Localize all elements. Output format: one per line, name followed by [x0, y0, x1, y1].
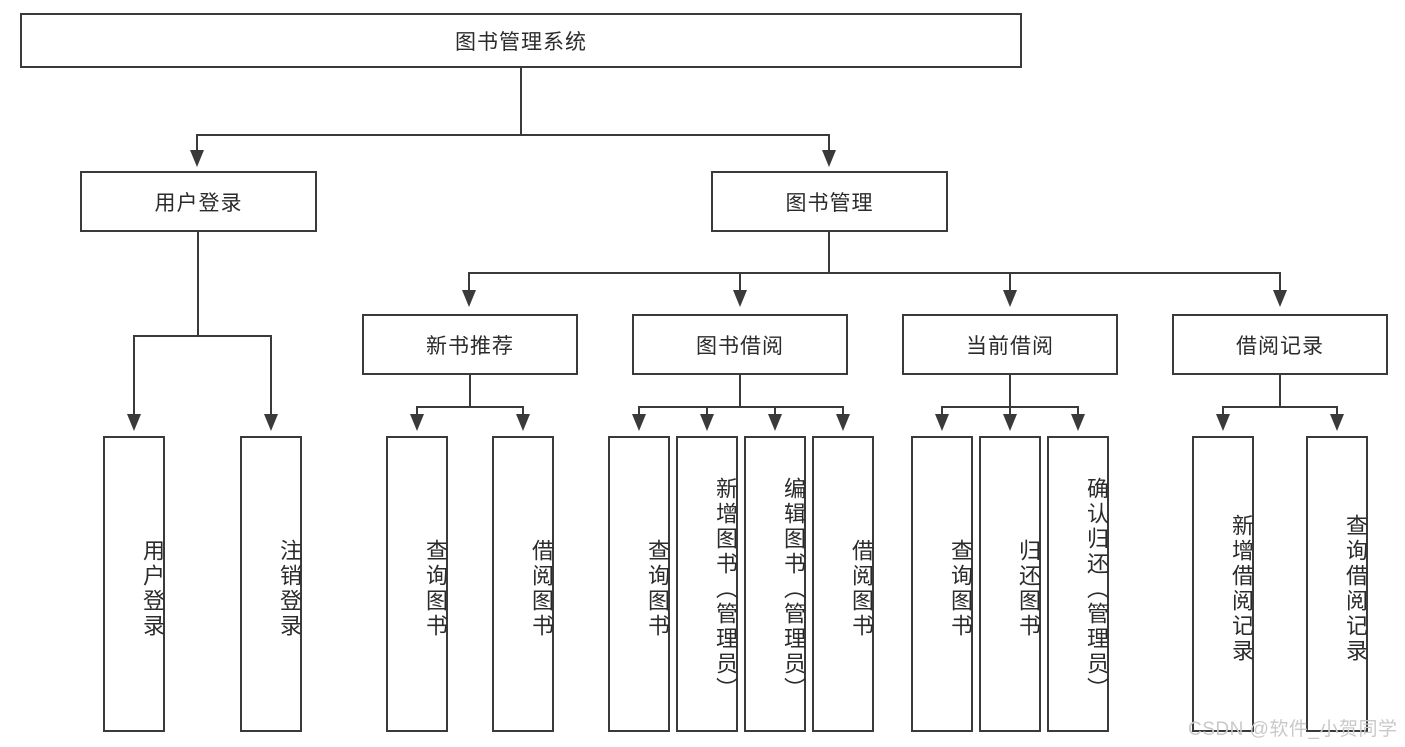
node-label: 用户登录: [140, 539, 165, 639]
arrow-to-leaf-query-book-a: [410, 414, 424, 431]
leaf-user-login[interactable]: 用户登录: [103, 436, 165, 732]
arrow-to-new-book-recommend: [462, 290, 476, 307]
node-label: 图书管理系统: [455, 30, 587, 54]
connector-borrow-record-drop-2: [1336, 406, 1338, 418]
node-label: 注销登录: [277, 539, 302, 639]
connector-user-login-drop-2: [270, 335, 272, 418]
connector-current-borrow-stem: [1009, 375, 1011, 407]
node-label: 归还图书: [1016, 539, 1041, 639]
connector-book-mgmt-bus: [468, 272, 1279, 274]
connector-root-bus: [196, 134, 830, 136]
connector-current-borrow-drop-2: [1009, 406, 1011, 418]
leaf-return-book[interactable]: 归还图书: [979, 436, 1041, 732]
connector-root-to-book-mgmt: [828, 134, 830, 154]
node-label: 确认归还（管理员）: [1084, 476, 1109, 702]
node-book-borrow[interactable]: 图书借阅: [632, 314, 848, 375]
connector-book-borrow-drop-4: [842, 406, 844, 418]
arrow-to-leaf-return-book: [1003, 414, 1017, 431]
csdn-watermark: CSDN @软件_小贺同学: [1188, 719, 1398, 740]
connector-new-book-bus: [416, 406, 524, 408]
arrow-to-leaf-borrow-book-b: [836, 414, 850, 431]
arrow-to-leaf-add-record: [1216, 414, 1230, 431]
arrow-to-leaf-query-book-c: [935, 414, 949, 431]
node-label: 当前借阅: [966, 334, 1054, 358]
connector-book-mgmt-drop-2: [739, 272, 741, 294]
arrow-to-leaf-borrow-book-a: [516, 414, 530, 431]
connector-book-borrow-stem: [739, 375, 741, 407]
arrow-to-user-login: [190, 150, 204, 167]
connector-borrow-record-drop-1: [1222, 406, 1224, 418]
arrow-to-leaf-edit-book: [768, 414, 782, 431]
node-label: 新书推荐: [426, 334, 514, 358]
connector-user-login-stem: [197, 232, 199, 336]
arrow-to-leaf-user-login: [127, 414, 141, 431]
node-borrow-record[interactable]: 借阅记录: [1172, 314, 1388, 375]
node-current-borrow[interactable]: 当前借阅: [902, 314, 1118, 375]
leaf-borrow-book[interactable]: 借阅图书: [812, 436, 874, 732]
connector-book-mgmt-drop-1: [468, 272, 470, 294]
node-label: 查询图书: [645, 539, 670, 639]
connector-user-login-bus: [133, 335, 272, 337]
connector-root-stem: [520, 68, 522, 135]
node-label: 编辑图书（管理员）: [781, 476, 806, 702]
arrow-to-leaf-logout: [264, 414, 278, 431]
arrow-to-leaf-query-book-b: [632, 414, 646, 431]
leaf-query-book-recommend[interactable]: 查询图书: [386, 436, 448, 732]
arrow-to-current-borrow: [1003, 290, 1017, 307]
connector-book-borrow-drop-1: [638, 406, 640, 418]
arrow-to-book-mgmt: [822, 150, 836, 167]
node-label: 借阅记录: [1236, 334, 1324, 358]
connector-user-login-drop-1: [133, 335, 135, 418]
leaf-logout[interactable]: 注销登录: [240, 436, 302, 732]
connector-book-borrow-drop-3: [774, 406, 776, 418]
connector-book-mgmt-stem: [828, 232, 830, 274]
connector-borrow-record-stem: [1279, 375, 1281, 407]
connector-new-book-drop-1: [416, 406, 418, 418]
connector-new-book-drop-2: [522, 406, 524, 418]
arrow-to-borrow-record: [1273, 290, 1287, 307]
node-new-book-recommend[interactable]: 新书推荐: [362, 314, 578, 375]
arrow-to-book-borrow: [733, 290, 747, 307]
leaf-query-book-borrow[interactable]: 查询图书: [608, 436, 670, 732]
node-label: 用户登录: [154, 191, 243, 215]
leaf-edit-book-admin[interactable]: 编辑图书（管理员）: [744, 436, 806, 732]
connector-book-mgmt-drop-3: [1009, 272, 1011, 294]
node-root-system[interactable]: 图书管理系统: [20, 13, 1022, 68]
node-book-management[interactable]: 图书管理: [711, 171, 948, 232]
leaf-query-book-current[interactable]: 查询图书: [911, 436, 973, 732]
node-label: 查询图书: [423, 539, 448, 639]
node-label: 查询借阅记录: [1343, 514, 1368, 664]
leaf-confirm-return-admin[interactable]: 确认归还（管理员）: [1047, 436, 1109, 732]
node-label: 图书管理: [785, 191, 874, 215]
connector-current-borrow-drop-1: [941, 406, 943, 418]
leaf-add-book-admin[interactable]: 新增图书（管理员）: [676, 436, 738, 732]
node-label: 借阅图书: [529, 539, 554, 639]
node-label: 借阅图书: [849, 539, 874, 639]
arrow-to-leaf-add-book: [700, 414, 714, 431]
leaf-query-borrow-record[interactable]: 查询借阅记录: [1306, 436, 1368, 732]
leaf-add-borrow-record[interactable]: 新增借阅记录: [1192, 436, 1254, 732]
node-label: 新增图书（管理员）: [713, 476, 738, 702]
node-label: 新增借阅记录: [1229, 514, 1254, 664]
node-label: 图书借阅: [696, 334, 784, 358]
connector-new-book-stem: [469, 375, 471, 407]
leaf-borrow-book-recommend[interactable]: 借阅图书: [492, 436, 554, 732]
arrow-to-leaf-query-record: [1330, 414, 1344, 431]
arrow-to-leaf-confirm-return: [1071, 414, 1085, 431]
connector-book-borrow-drop-2: [706, 406, 708, 418]
node-label: 查询图书: [948, 539, 973, 639]
connector-book-mgmt-drop-4: [1279, 272, 1281, 294]
connector-borrow-record-bus: [1222, 406, 1338, 408]
node-user-login[interactable]: 用户登录: [80, 171, 317, 232]
connector-book-borrow-bus: [638, 406, 843, 408]
connector-root-to-user-login: [196, 134, 198, 154]
connector-current-borrow-drop-3: [1077, 406, 1079, 418]
